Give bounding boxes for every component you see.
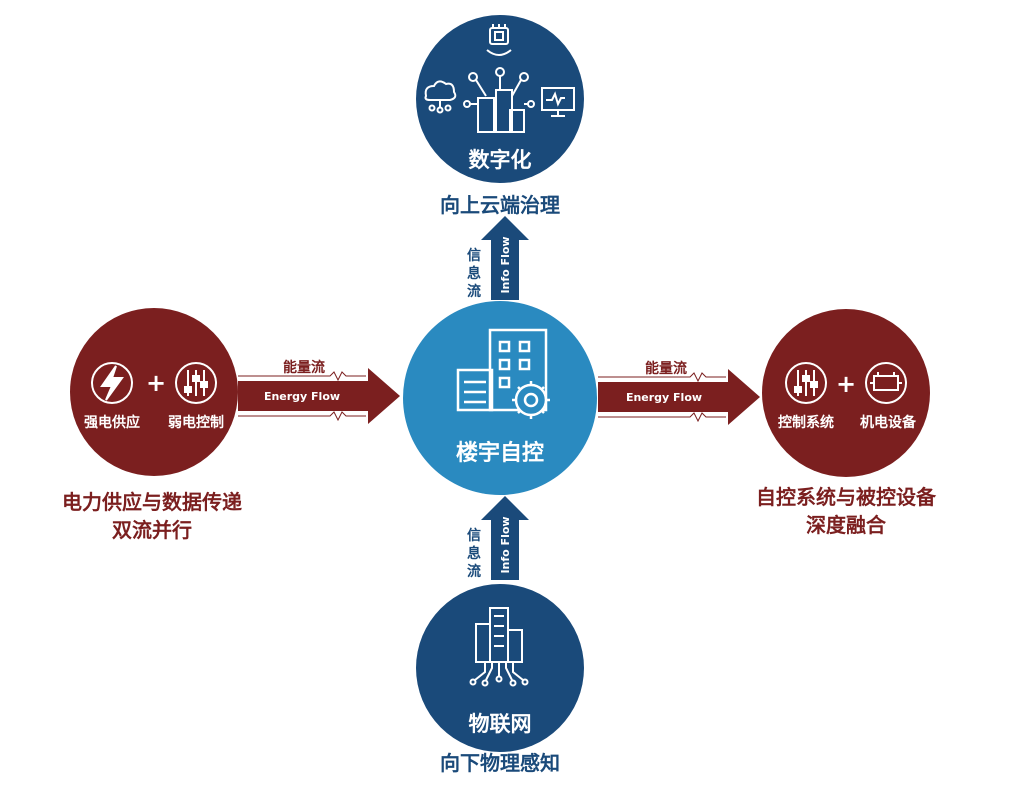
control-sliders-icon [175, 362, 217, 404]
building-gear-icon [456, 328, 550, 419]
arrow-bottom-shape [481, 496, 529, 580]
right-node-item-1: 控制系统 [778, 414, 834, 431]
arrow-right-zigzag [598, 372, 726, 423]
left-node-caption-line-2: 双流并行 [112, 518, 192, 542]
left-node-item-1: 强电供应 [84, 414, 140, 431]
control-sliders-icon-right [785, 362, 827, 404]
right-node-circle [762, 309, 930, 477]
arrow-up-cn-char-2: 息 [467, 265, 481, 282]
bottom-node: 物联网 向下物理感知 [416, 584, 584, 775]
right-node: + 控制系统 机电设备 自控系统与被控设备 深度融合 [756, 309, 937, 537]
left-node-circle [70, 308, 238, 476]
left-node-plus: + [146, 369, 166, 397]
left-node-caption-line-1: 电力供应与数据传递 [62, 490, 242, 514]
equipment-icon [865, 362, 907, 404]
arrow-bottom-cn-char-1: 信 [467, 527, 481, 544]
left-node: + 强电供应 弱电控制 电力供应与数据传递 双流并行 [62, 308, 242, 542]
arrow-left-zigzag [238, 371, 366, 422]
center-node-label: 楼宇自控 [456, 440, 544, 466]
arrow-bottom-en-label: Info Flow [499, 516, 512, 573]
ai-chip-icon [486, 24, 512, 56]
top-node: 数字化 向上云端治理 [416, 15, 584, 217]
arrow-bottom-cn-char-3: 流 [467, 563, 481, 580]
lightning-icon [91, 362, 133, 404]
bottom-node-caption: 向下物理感知 [440, 751, 560, 775]
top-node-caption: 向上云端治理 [440, 193, 560, 217]
arrow-bottom-cn-char-2: 息 [467, 545, 481, 562]
left-node-item-2: 弱电控制 [168, 414, 224, 431]
right-node-caption-line-1: 自控系统与被控设备 [756, 485, 937, 509]
arrow-up-cn-char-3: 流 [467, 283, 481, 300]
right-node-item-2: 机电设备 [860, 414, 917, 431]
top-node-label: 数字化 [469, 148, 532, 172]
bottom-node-label: 物联网 [469, 712, 532, 736]
right-node-plus: + [836, 370, 856, 398]
arrow-bottom-info-flow: Info Flow 信 息 流 [467, 496, 529, 580]
center-node-circle [403, 301, 597, 495]
arrow-up-shape [481, 216, 529, 300]
arrow-right-en-label: Energy Flow [626, 391, 702, 404]
right-node-caption-line-2: 深度融合 [806, 513, 887, 537]
arrow-up-en-label: Info Flow [499, 236, 512, 293]
arrow-up-info-flow: Info Flow 信 息 流 [467, 216, 529, 300]
buildings-icon [463, 67, 535, 133]
arrow-right-cn-label: 能量流 [645, 360, 687, 377]
top-node-circle [416, 15, 584, 183]
arrow-left-en-label: Energy Flow [264, 390, 340, 403]
arrow-left-energy-flow: Energy Flow 能量流 [238, 359, 400, 424]
arrow-right-energy-flow: Energy Flow 能量流 [598, 360, 760, 425]
cloud-network-icon [424, 80, 457, 114]
iot-city-icon [469, 607, 529, 687]
arrow-up-cn-char-1: 信 [467, 247, 481, 264]
arrow-left-shape [238, 368, 400, 424]
arrow-right-shape [598, 369, 760, 425]
monitor-chart-icon [541, 87, 575, 117]
center-node: 楼宇自控 [403, 301, 597, 495]
arrow-left-cn-label: 能量流 [283, 359, 325, 376]
